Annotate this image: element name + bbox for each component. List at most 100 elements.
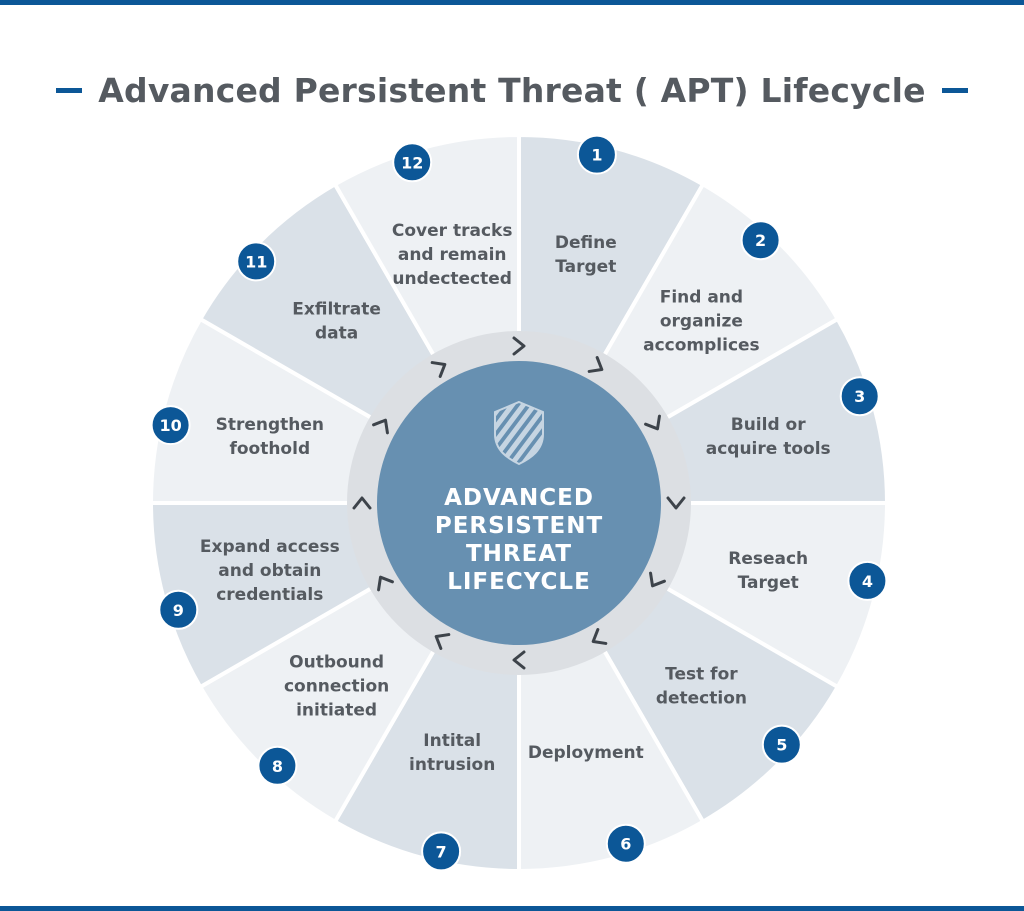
title-dash-right — [941, 87, 968, 93]
badge-circle — [605, 823, 646, 864]
step-label-line: Cover tracks — [392, 221, 513, 241]
center-title-line: ADVANCED — [444, 485, 594, 511]
step-badge-11: 11 — [236, 241, 277, 282]
step-label-line: accomplices — [643, 336, 760, 356]
step-badge-4: 4 — [847, 560, 888, 601]
badge-circle — [392, 142, 433, 183]
step-label-11: Exfiltrate data — [292, 300, 381, 344]
page-title: Advanced Persistent Threat ( APT) Lifecy… — [98, 70, 926, 110]
step-label-line: Strengthen — [216, 415, 324, 435]
center-title-line: PERSISTENT — [435, 513, 603, 539]
chevron-right-icon — [430, 361, 447, 378]
cycle-arrow-icon — [587, 356, 604, 373]
cycle-arrow-icon — [430, 361, 447, 378]
title-row: Advanced Persistent Threat ( APT) Lifecy… — [0, 62, 1024, 118]
step-label-line: Test for — [665, 664, 738, 684]
badge-number: 11 — [245, 252, 267, 271]
chevron-right-icon — [372, 418, 389, 435]
badge-number: 12 — [401, 153, 423, 172]
badge-circle — [740, 220, 781, 261]
badge-number: 7 — [436, 842, 447, 861]
step-label-9: Expand access and obtain credentials — [200, 537, 340, 605]
step-label-line: intrusion — [409, 755, 495, 775]
cycle-arrows — [352, 336, 686, 670]
badge-circle — [158, 589, 199, 630]
step-label-line: connection — [284, 676, 389, 696]
step-label-6: Deployment — [528, 743, 644, 763]
step-label-line: Intital — [423, 731, 481, 751]
step-label-line: Deployment — [528, 743, 644, 763]
cycle-arrow-icon — [377, 575, 394, 592]
chevron-right-icon — [352, 496, 372, 510]
cycle-arrow-icon — [649, 571, 666, 588]
badge-number: 5 — [776, 736, 787, 755]
step-badge-5: 5 — [761, 724, 802, 765]
chevron-right-icon — [644, 414, 661, 431]
step-label-line: data — [315, 324, 358, 344]
badge-number: 1 — [591, 146, 602, 165]
step-label-line: Target — [555, 257, 616, 277]
step-label-line: Define — [555, 233, 617, 253]
badge-circle — [847, 560, 888, 601]
cycle-arrow-icon — [666, 496, 686, 510]
step-label-10: Strengthen foothold — [216, 415, 324, 459]
bottom-border — [0, 906, 1024, 911]
chevron-right-icon — [649, 571, 666, 588]
title-dash-left — [56, 87, 83, 93]
step-label-2: Find and organize accomplices — [643, 288, 760, 356]
step-badge-2: 2 — [740, 220, 781, 261]
badge-circle — [421, 831, 462, 872]
center-title-line: THREAT — [466, 541, 572, 567]
badge-number: 3 — [854, 387, 865, 406]
step-label-line: Reseach — [728, 549, 808, 569]
badge-circle — [236, 241, 277, 282]
step-label-line: Target — [738, 573, 799, 593]
chevron-right-icon — [591, 628, 608, 645]
step-label-line: credentials — [216, 585, 323, 605]
step-label-line: organize — [660, 312, 743, 332]
chevron-right-icon — [512, 650, 526, 670]
step-label-line: Exfiltrate — [292, 300, 381, 320]
badge-number: 9 — [173, 601, 184, 620]
step-badge-7: 7 — [421, 831, 462, 872]
step-label-line: undectected — [392, 269, 512, 289]
badge-number: 4 — [862, 572, 873, 591]
step-badge-6: 6 — [605, 823, 646, 864]
chevron-right-icon — [512, 336, 526, 356]
step-badge-1: 1 — [576, 134, 617, 175]
badge-circle — [257, 745, 298, 786]
cycle-arrow-icon — [434, 633, 451, 650]
step-label-line: and obtain — [218, 561, 321, 581]
step-label-line: initiated — [296, 700, 377, 720]
step-label-line: Expand access — [200, 537, 340, 557]
step-label-line: foothold — [229, 439, 310, 459]
step-label-line: Find and — [660, 288, 743, 308]
cycle-arrow-icon — [644, 414, 661, 431]
center-hub — [377, 361, 661, 645]
badge-number: 6 — [620, 835, 631, 854]
step-badge-9: 9 — [158, 589, 199, 630]
step-label-12: Cover tracks and remain undectected — [392, 221, 513, 289]
cycle-arrow-icon — [591, 628, 608, 645]
center-title-line: LIFECYCLE — [447, 569, 591, 595]
step-badge-12: 12 — [392, 142, 433, 183]
cycle-arrow-icon — [372, 418, 389, 435]
badge-circle — [761, 724, 802, 765]
badge-number: 2 — [755, 231, 766, 250]
badge-circle — [150, 405, 191, 446]
cycle-arrow-icon — [352, 496, 372, 510]
top-border — [0, 0, 1024, 5]
chevron-right-icon — [666, 496, 686, 510]
step-badge-8: 8 — [257, 745, 298, 786]
badge-circle — [576, 134, 617, 175]
badge-circle — [839, 376, 880, 417]
cycle-arrow-icon — [512, 336, 526, 356]
step-label-line: and remain — [398, 245, 507, 265]
step-badge-10: 10 — [150, 405, 191, 446]
